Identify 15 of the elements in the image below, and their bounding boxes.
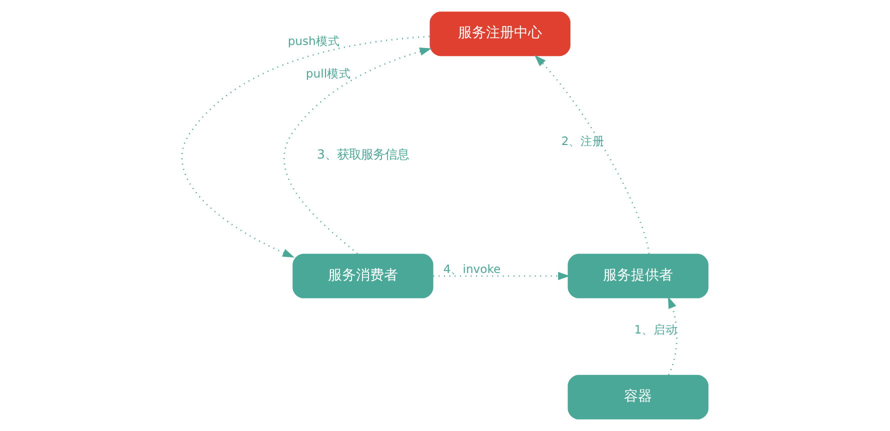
node-box: 服务消费者 bbox=[292, 254, 434, 298]
edge-label: 4、invoke bbox=[443, 262, 501, 276]
node-box: 服务注册中心 bbox=[430, 12, 570, 56]
arrow bbox=[534, 54, 650, 254]
edge-label: pull模式 bbox=[306, 66, 352, 81]
edge-label: push模式 bbox=[288, 34, 340, 48]
arrow bbox=[181, 36, 430, 258]
arrow bbox=[284, 48, 432, 254]
edge-label: 1、启动 bbox=[634, 322, 678, 336]
arrow bbox=[433, 272, 570, 280]
edge-label: 2、注册 bbox=[561, 134, 605, 148]
node-box: 服务提供者 bbox=[568, 254, 708, 298]
label: 3、获取服务信息 bbox=[316, 146, 409, 162]
node-box: 容器 bbox=[568, 374, 708, 420]
arrow bbox=[668, 296, 678, 376]
